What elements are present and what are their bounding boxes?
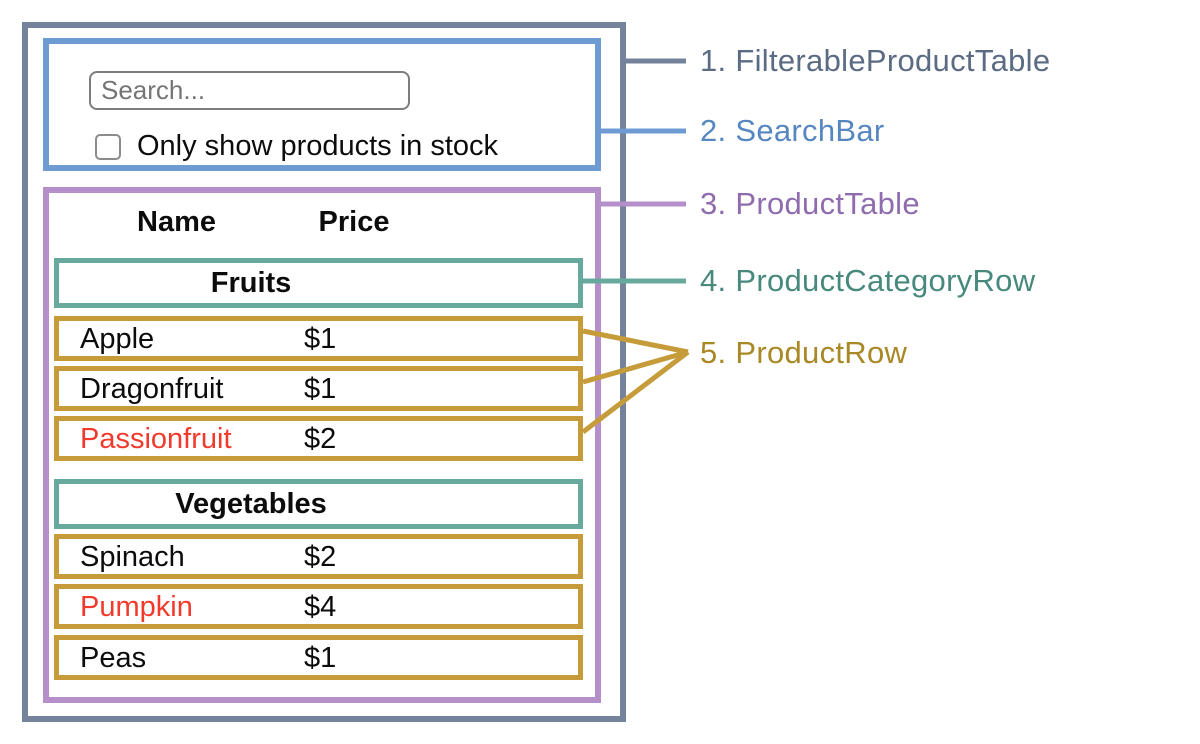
product-row-peas: Peas $1 [54, 635, 583, 680]
legend-product-category-row: 4. ProductCategoryRow [700, 263, 1036, 298]
in-stock-checkbox-label: Only show products in stock [137, 130, 499, 162]
search-bar-box: Only show products in stock [43, 38, 601, 171]
product-price: $2 [304, 423, 337, 455]
product-price: $1 [304, 642, 337, 674]
column-header-name: Name [137, 206, 216, 238]
product-name: Passionfruit [80, 423, 232, 455]
legend-search-bar: 2. SearchBar [700, 113, 885, 148]
product-category-row-fruits: Fruits [54, 258, 583, 308]
legend-product-table: 3. ProductTable [700, 186, 920, 221]
product-row-dragonfruit: Dragonfruit $1 [54, 366, 583, 411]
product-price: $1 [304, 323, 337, 355]
category-label: Vegetables [175, 487, 327, 520]
product-name: Apple [80, 323, 155, 355]
product-row-pumpkin: Pumpkin $4 [54, 584, 583, 629]
product-price: $2 [304, 541, 337, 573]
product-row-apple: Apple $1 [54, 316, 583, 361]
legend-product-row: 5. ProductRow [700, 335, 908, 370]
search-input[interactable] [89, 71, 410, 110]
product-name: Spinach [80, 541, 185, 573]
filterable-product-table-box: Only show products in stock Name Price F… [22, 22, 626, 722]
product-row-spinach: Spinach $2 [54, 534, 583, 579]
product-price: $1 [304, 373, 337, 405]
legend-filterable-product-table: 1. FilterableProductTable [700, 43, 1051, 78]
product-row-passionfruit: Passionfruit $2 [54, 416, 583, 461]
in-stock-checkbox[interactable] [95, 133, 121, 160]
table-header-row: Name Price [54, 206, 583, 242]
product-name: Pumpkin [80, 591, 193, 623]
in-stock-filter-row: Only show products in stock [95, 130, 498, 163]
product-price: $4 [304, 591, 337, 623]
product-category-row-vegetables: Vegetables [54, 479, 583, 529]
product-name: Dragonfruit [80, 373, 224, 405]
column-header-price: Price [318, 206, 390, 238]
product-table-box: Name Price Fruits Apple $1 Dragonfruit $… [43, 187, 601, 703]
category-label: Fruits [210, 266, 292, 299]
product-name: Peas [80, 642, 147, 674]
